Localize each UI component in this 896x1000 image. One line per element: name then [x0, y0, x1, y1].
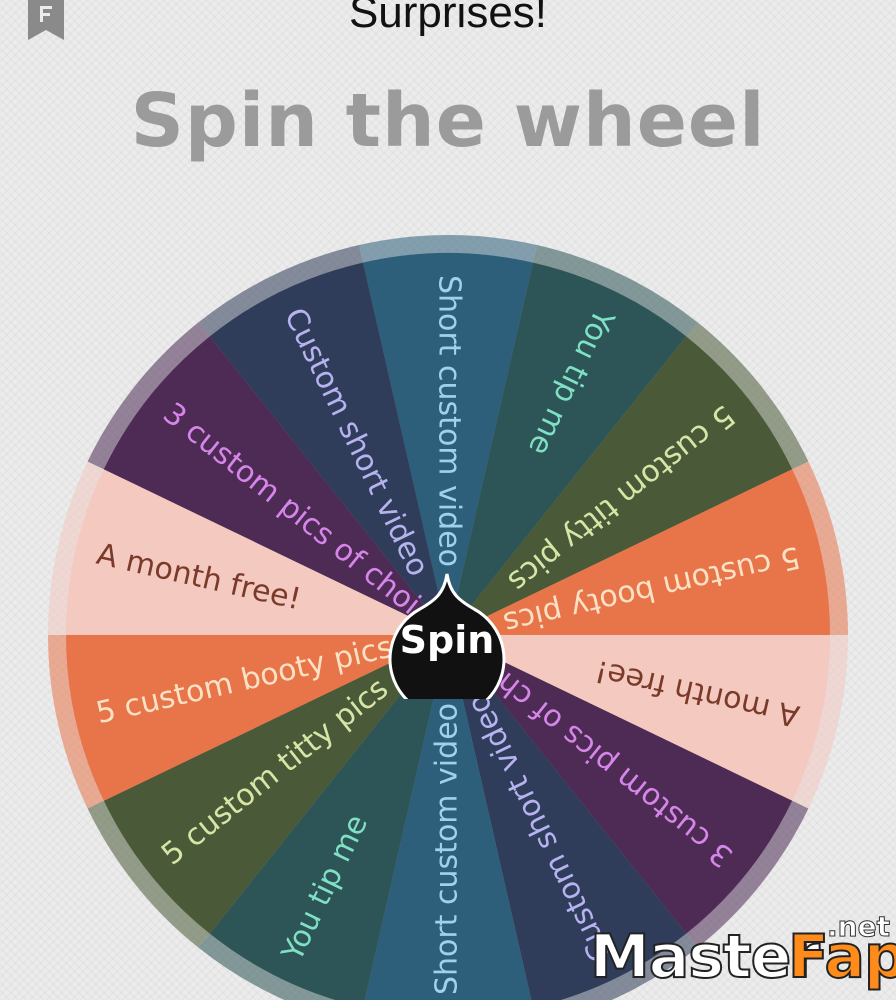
watermark: Master Fap .net — [589, 908, 896, 998]
wheel-segment — [448, 635, 830, 801]
page-title: Spin the wheel — [130, 78, 766, 164]
wheel-segment — [66, 469, 448, 635]
spin-button[interactable]: Spin — [384, 573, 510, 699]
bookmark-icon[interactable] — [28, 0, 64, 40]
header-title: Surprises! — [348, 0, 548, 37]
wheel-segment — [103, 336, 448, 635]
watermark-master: Master — [589, 921, 821, 993]
wheel-segment — [448, 469, 830, 635]
watermark-fap: Fap — [787, 921, 896, 993]
wheel-segment — [66, 635, 448, 801]
wheel-segment — [209, 635, 448, 1000]
wheel-segment — [448, 262, 687, 635]
wheel-segment — [448, 635, 687, 1000]
wheel-segment — [103, 635, 448, 934]
wheel-segment — [364, 635, 532, 1000]
wheel-segment — [209, 262, 448, 635]
wheel-segment — [448, 635, 793, 934]
watermark-net: .net — [827, 910, 891, 944]
wheel-segment-label: Short custom video — [430, 703, 465, 995]
wheel-segment-label: Short custom video — [432, 275, 467, 567]
wheel-segment — [362, 252, 534, 635]
wheel-segments — [48, 235, 848, 1000]
spin-button-label: Spin — [400, 618, 495, 662]
wheel-segment — [448, 336, 793, 635]
